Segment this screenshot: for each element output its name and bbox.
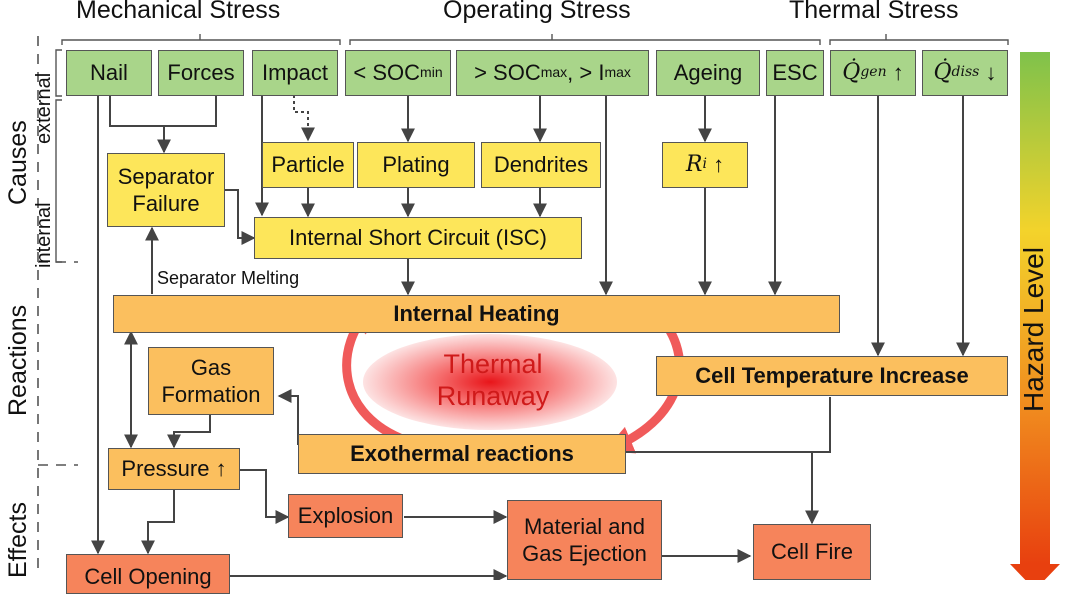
i-max-sub: max [604, 64, 631, 81]
cause-ageing: Ageing [656, 50, 760, 96]
cause-forces: Forces [158, 50, 244, 96]
cause-q-gen: Q̇gen ↑ [830, 50, 916, 96]
side-label-reactions: Reactions [4, 304, 32, 416]
cause-impact: Impact [252, 50, 338, 96]
q-gen-arrow: ↑ [886, 60, 904, 86]
side-label-causes: Causes [4, 120, 32, 205]
effect-pressure-increase: Pressure ↑ [108, 448, 240, 490]
soc-max-base: SOC [493, 60, 541, 86]
cause-q-diss: Q̇diss ↓ [922, 50, 1008, 96]
soc-max-op: > [474, 60, 494, 86]
effect-cell-fire: Cell Fire [753, 524, 871, 580]
label-separator-melting: Separator Melting [157, 268, 300, 288]
cause-nail: Nail [66, 50, 152, 96]
q-gen-base: Q̇ [842, 60, 861, 86]
cause-particle: Particle [262, 142, 354, 188]
cause-esc: ESC [766, 50, 824, 96]
q-diss-arrow: ↓ [979, 60, 997, 86]
q-gen-sub: gen [860, 64, 887, 81]
header-mechanical-stress: Mechanical Stress [76, 0, 281, 24]
cause-dendrites: Dendrites [481, 142, 601, 188]
header-thermal-stress: Thermal Stress [789, 0, 959, 24]
header-operating-stress: Operating Stress [443, 0, 631, 24]
side-label-external: external [33, 72, 55, 144]
effect-cell-opening: Cell Opening [66, 554, 230, 594]
effect-material-gas-ejection: Material and Gas Ejection [507, 500, 662, 580]
ri-sub: i [702, 156, 707, 173]
soc-max-sub: max [540, 64, 568, 81]
reaction-cell-temperature-increase: Cell Temperature Increase [656, 356, 1008, 396]
soc-max-sep: , > [567, 60, 599, 86]
label-thermal-runaway: Thermal Runaway [436, 349, 550, 412]
ri-arrow: ↑ [706, 152, 725, 178]
hazard-level-arrow [1010, 52, 1060, 580]
hazard-level-label: Hazard Level [1018, 247, 1049, 412]
ri-base: R [685, 152, 703, 178]
side-label-internal: internal [33, 202, 55, 268]
side-brackets [55, 49, 62, 263]
side-label-effects: Effects [4, 502, 32, 578]
soc-min-sub: min [420, 64, 443, 81]
q-diss-base: Q̇ [933, 60, 952, 86]
reaction-internal-heating: Internal Heating [113, 295, 840, 333]
i-max-base: I [598, 60, 605, 86]
effect-explosion: Explosion [288, 494, 403, 538]
soc-min-base: SOC [372, 60, 421, 86]
cause-internal-short-circuit: Internal Short Circuit (ISC) [254, 217, 582, 259]
q-diss-sub: diss [951, 64, 980, 81]
reaction-gas-formation: Gas Formation [148, 347, 274, 415]
solid-connectors [91, 95, 970, 580]
header-brackets [61, 34, 1009, 45]
thermal-runaway-glow [363, 334, 617, 430]
impact-particle-link [293, 95, 315, 142]
cause-separator-failure: Separator Failure [107, 153, 225, 227]
section-dividers [37, 36, 78, 575]
cause-plating: Plating [357, 142, 475, 188]
soc-min-op: < [353, 60, 373, 86]
reaction-exothermal-reactions: Exothermal reactions [298, 434, 626, 474]
